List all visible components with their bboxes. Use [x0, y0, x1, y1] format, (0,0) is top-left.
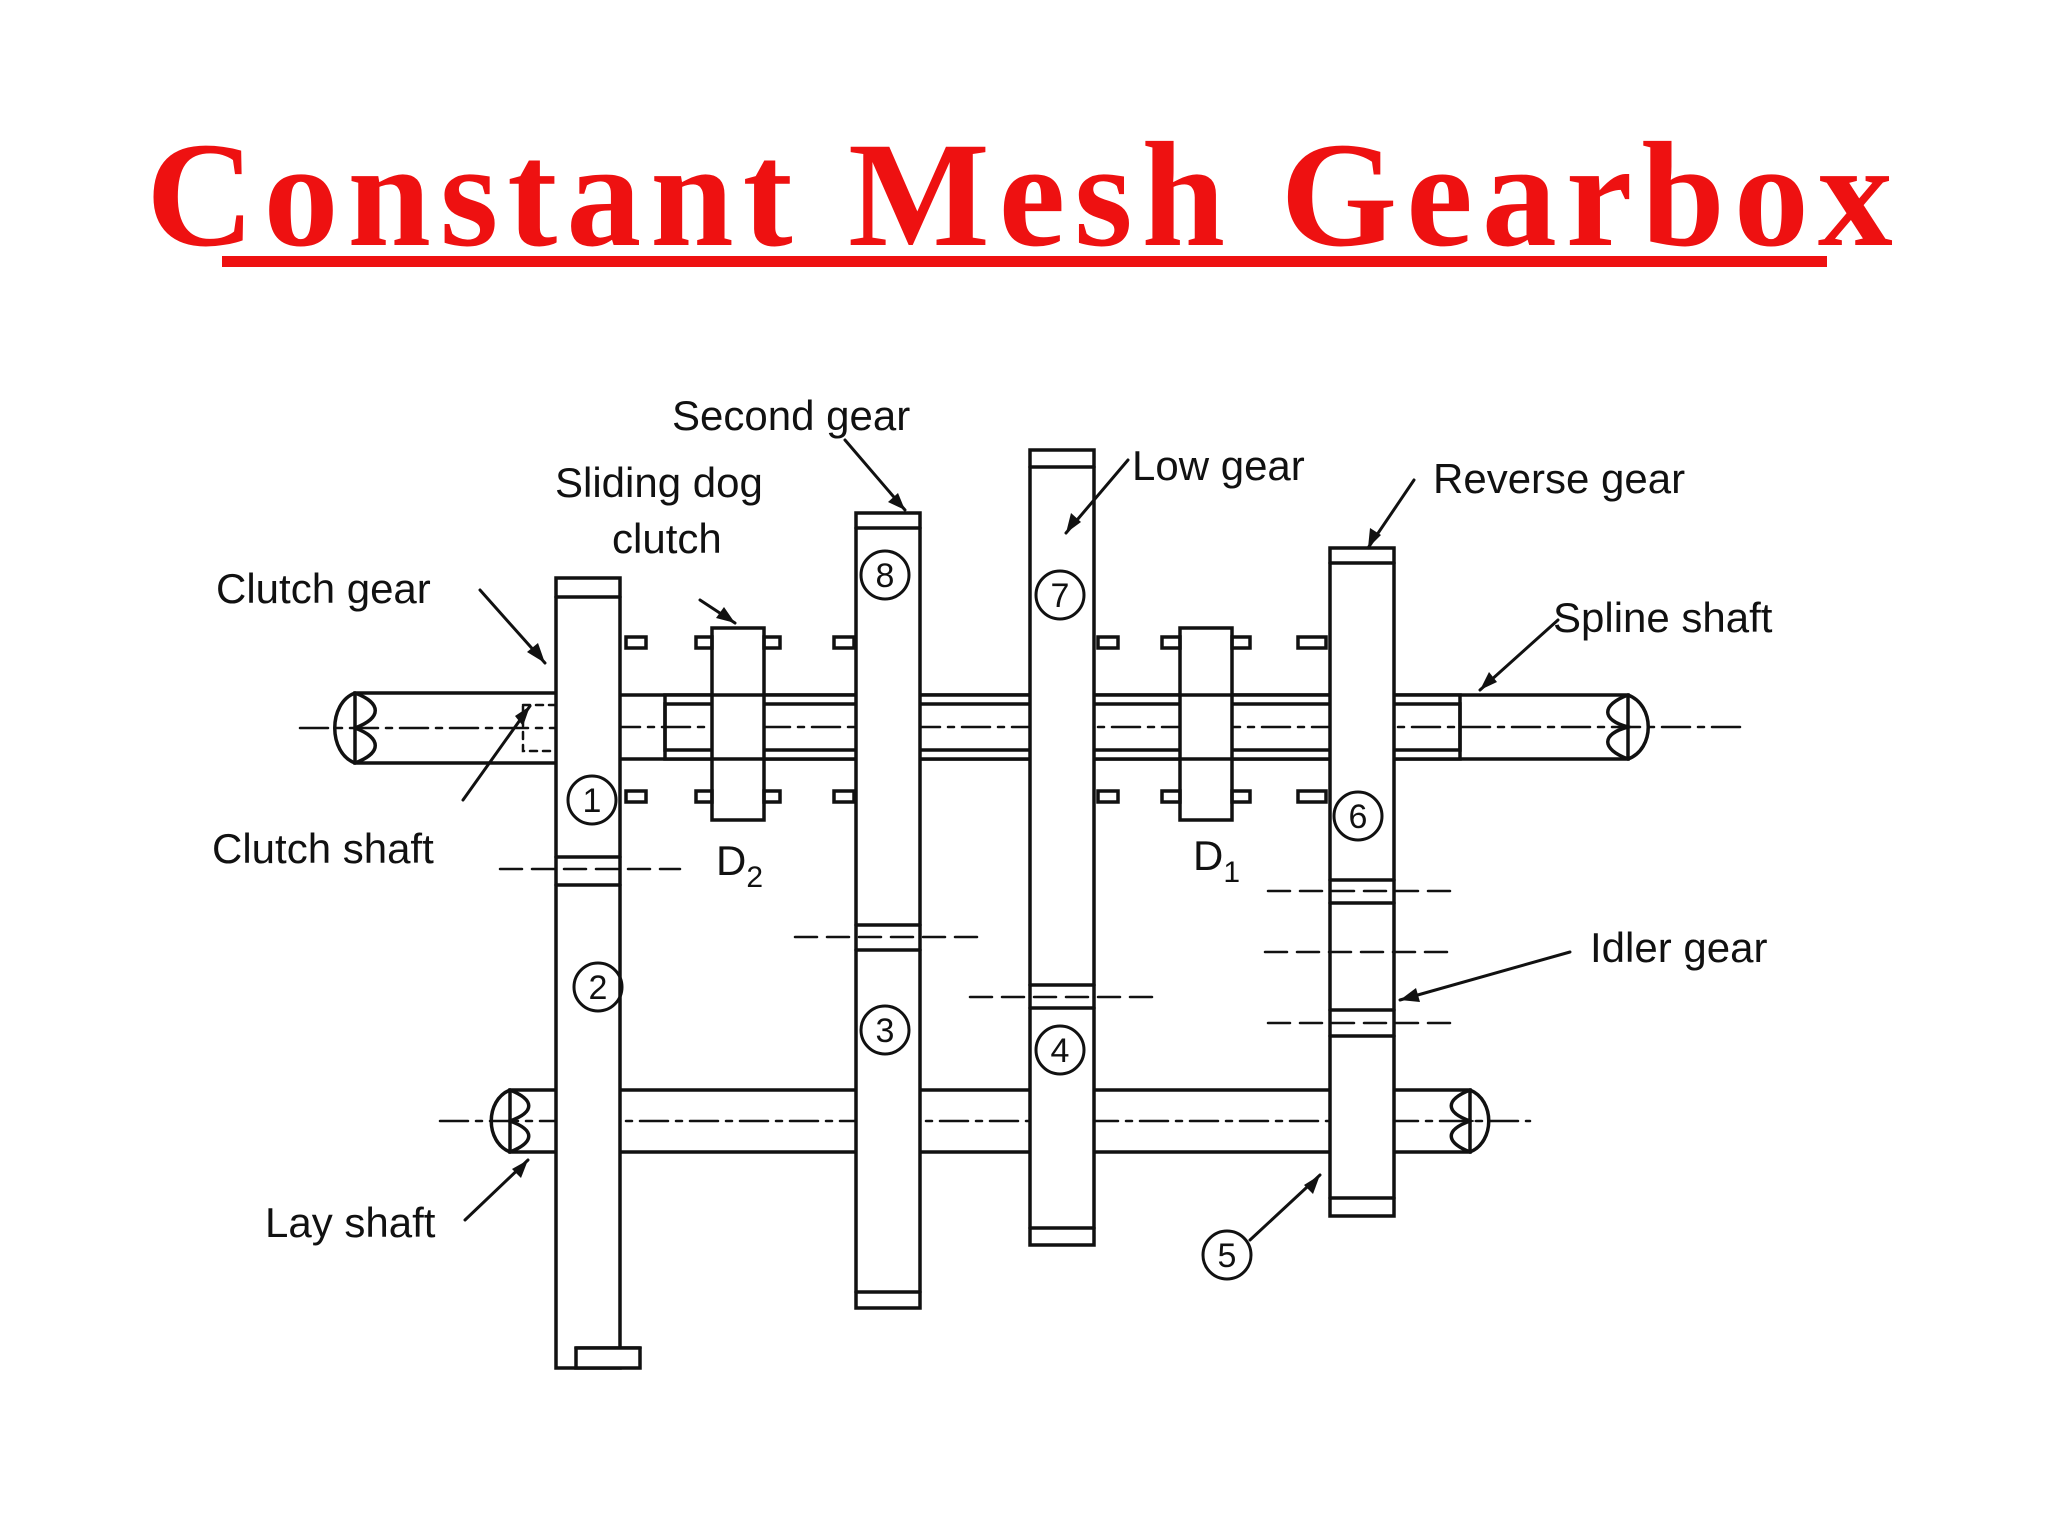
label-d2: D2	[716, 837, 763, 894]
gear-6-5	[1263, 546, 1460, 1218]
label-lay-shaft: Lay shaft	[265, 1199, 436, 1246]
gear-8-3	[793, 511, 987, 1310]
label-d2-main: D	[716, 837, 746, 884]
label-low-gear: Low gear	[1132, 442, 1305, 489]
label-d1: D1	[1193, 832, 1240, 889]
label-clutch-gear: Clutch gear	[216, 565, 431, 612]
gear-number-8: 8	[876, 557, 895, 595]
diagram-title: Constant Mesh Gearbox	[146, 112, 1902, 278]
label-spline-shaft: Spline shaft	[1553, 594, 1773, 641]
label-reverse-gear: Reverse gear	[1433, 455, 1685, 502]
gear-1-2	[498, 576, 682, 1370]
gear-number-3: 3	[876, 1012, 895, 1050]
gear-number-4: 4	[1051, 1032, 1070, 1070]
gear-number-7: 7	[1051, 577, 1070, 615]
dog-clutch-d1	[1096, 626, 1328, 822]
label-idler-gear: Idler gear	[1590, 924, 1767, 971]
label-d1-main: D	[1193, 832, 1223, 879]
label-sliding-dog-clutch-1: Sliding dog	[555, 459, 763, 506]
label-d1-sub: 1	[1223, 856, 1240, 889]
gear-number-5: 5	[1218, 1237, 1237, 1275]
gear-number-circles	[566, 549, 1384, 1281]
lay-shaft	[438, 1088, 1532, 1154]
gear-number-2: 2	[589, 969, 608, 1007]
title-underline	[222, 256, 1827, 267]
spline-shaft	[610, 693, 1742, 761]
label-second-gear: Second gear	[672, 392, 910, 439]
label-d2-sub: 2	[746, 861, 763, 894]
label-clutch-shaft: Clutch shaft	[212, 825, 434, 872]
gearbox-drawing	[298, 438, 1742, 1370]
label-sliding-dog-clutch-2: clutch	[612, 515, 722, 562]
gear-number-1: 1	[583, 782, 602, 820]
gear-number-6: 6	[1349, 798, 1368, 836]
leader-arrowheads	[512, 493, 1497, 1194]
dog-clutch-d2	[624, 626, 856, 822]
